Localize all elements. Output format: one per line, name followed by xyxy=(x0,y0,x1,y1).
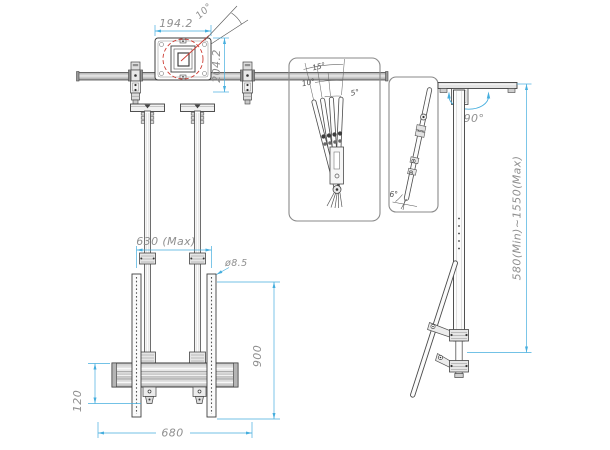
dim-pole-span xyxy=(136,246,212,268)
ceiling-plate-top-view xyxy=(154,35,212,81)
vesa-circle-red xyxy=(162,38,204,80)
crossbar-hook-right xyxy=(192,386,207,404)
tv-rail-left xyxy=(131,273,142,418)
dim-height-range-label: 580(Min)~1550(Max) xyxy=(511,156,524,281)
dim-plate-width xyxy=(154,25,212,36)
profile-detail-inset: 6° xyxy=(388,76,439,213)
tilt-angle-15-label: 15° xyxy=(311,60,326,72)
dim-base-width-label: 680 xyxy=(161,427,183,440)
rail-clamp-right xyxy=(240,61,255,105)
top-view-ceiling-rail: 194.2 10° 204.2 xyxy=(76,1,389,105)
dim-plate-depth xyxy=(213,37,229,93)
profile-angle-label: 6° xyxy=(390,190,399,199)
dim-bracket-height xyxy=(217,281,280,420)
tilt-angle-10-label: 10° xyxy=(301,77,316,89)
tilt-detail-inset: 15° 10° 5° xyxy=(288,57,381,222)
tv-rail-right xyxy=(206,273,217,418)
dim-hole-leader xyxy=(216,267,230,275)
dim-height-range xyxy=(467,83,532,353)
dim-plate-width-label: 194.2 xyxy=(159,17,193,30)
side-view: 90° 580(Min) xyxy=(410,82,532,398)
dim-pole-span-label: 630 (Max) xyxy=(136,235,195,248)
red-leader-line xyxy=(180,35,210,62)
dim-crossbar-offset xyxy=(88,363,141,404)
dim-crossbar-offset-label: 120 xyxy=(71,390,84,412)
swivel-angle-label: 90° xyxy=(464,112,485,125)
dim-plate-depth-label: 204.2 xyxy=(210,49,223,83)
side-ceiling-plate xyxy=(437,82,518,89)
dim-base-width xyxy=(97,422,253,438)
swivel-arc xyxy=(448,96,489,110)
rail-left-cap xyxy=(76,71,80,82)
rail-right-cap xyxy=(385,71,389,82)
tilt-angle-5-label: 5° xyxy=(350,87,360,97)
rail-clamp xyxy=(128,61,143,105)
dim-bracket-height-label: 900 xyxy=(251,345,264,367)
side-pole-outer xyxy=(453,89,465,342)
dim-hole-label: ø8.5 xyxy=(224,258,248,269)
pole-hanger xyxy=(130,103,165,364)
dim-plate-angle xyxy=(204,5,249,45)
crossbar xyxy=(111,362,239,388)
dim-plate-angle-label: 10° xyxy=(194,1,215,21)
crossbar-hook xyxy=(142,386,157,404)
front-view: 630 (Max) ø8.5 120 680 900 xyxy=(71,103,280,440)
